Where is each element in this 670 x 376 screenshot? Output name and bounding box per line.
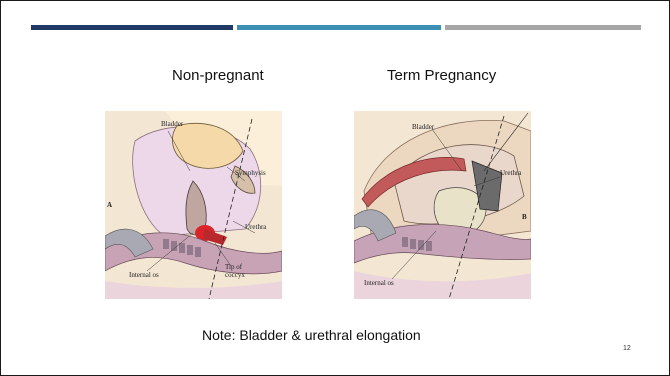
label-tip-of: Tip of [225,263,242,271]
illustration-term-pregnancy-pelvis: Bladder Urethra Internal os B [354,111,531,299]
caption-term-pregnancy: Term Pregnancy [387,67,496,84]
label-urethra-a: Urethra [245,223,266,231]
label-symphysis: Symphysis [235,169,266,177]
label-bladder-a: Bladder [161,120,183,128]
header-accent-bar-navy [31,25,233,30]
slide-note: Note: Bladder & urethral elongation [202,327,421,343]
caption-non-pregnant: Non-pregnant [172,67,264,84]
panel-letter-b: B [522,213,527,221]
header-accent-bar-grey [445,25,641,30]
illustration-non-pregnant-pelvis: Bladder Symphysis Urethra Internal os Ti… [105,111,282,299]
label-internal-os-a: Internal os [129,271,159,279]
panel-letter-a: A [107,201,112,209]
page-number: 12 [623,345,631,352]
label-urethra-b: Urethra [500,169,521,177]
header-accent-bar-blue [237,25,441,30]
label-bladder-b: Bladder [412,123,434,131]
label-internal-os-b: Internal os [364,279,394,287]
label-coccyx: coccyx [225,271,245,279]
term-pregnancy-pelvis-drawing [354,111,531,299]
